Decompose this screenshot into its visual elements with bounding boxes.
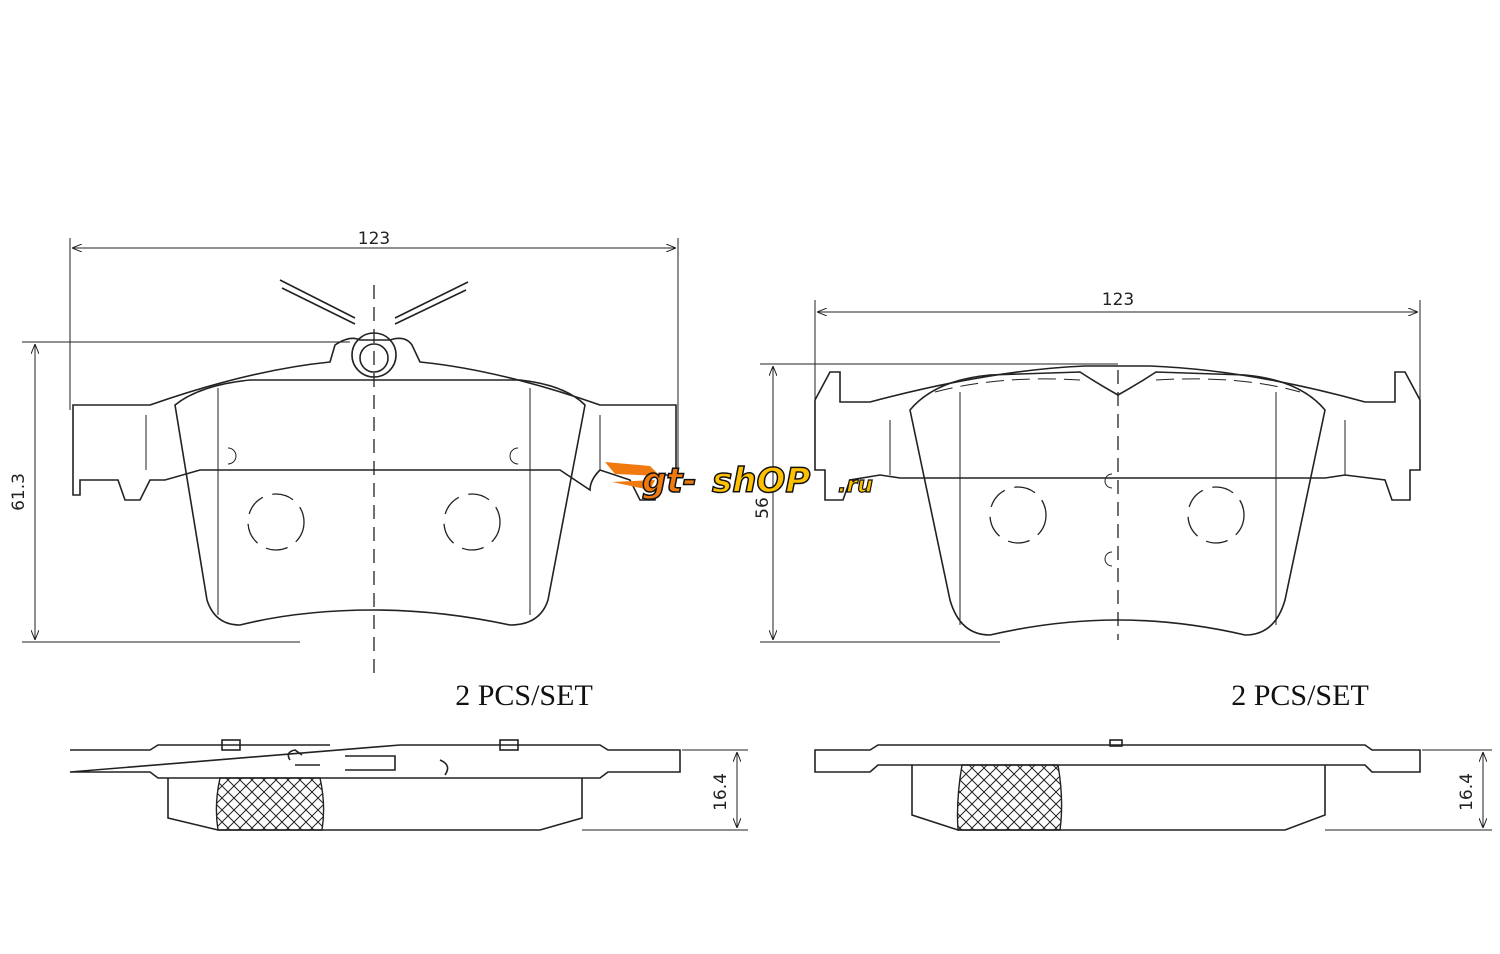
right-pad-front-view: 123 56 2 PCS/SET [753, 290, 1421, 712]
right-width-dimension: 123 [1102, 290, 1134, 310]
right-thickness-dimension: 16.4 [1457, 773, 1477, 811]
svg-text:gt-: gt- [642, 461, 697, 501]
left-pad-side-view: 16.4 [69, 739, 748, 831]
left-pad-front-view: 123 61.3 2 PCS/SET [9, 229, 679, 712]
svg-text:.ru: .ru [838, 473, 873, 498]
right-set-label: 2 PCS/SET [1231, 679, 1369, 712]
svg-text:shOP: shOP [712, 461, 810, 501]
gt-shop-logo: gt- shOP .ru [605, 460, 873, 502]
left-set-label: 2 PCS/SET [455, 679, 593, 712]
right-pad-side-view: 16.4 [814, 739, 1492, 831]
left-height-dimension: 61.3 [9, 473, 29, 511]
right-height-dimension: 56 [753, 497, 773, 519]
left-width-dimension: 123 [358, 229, 390, 249]
left-thickness-dimension: 16.4 [711, 773, 731, 811]
